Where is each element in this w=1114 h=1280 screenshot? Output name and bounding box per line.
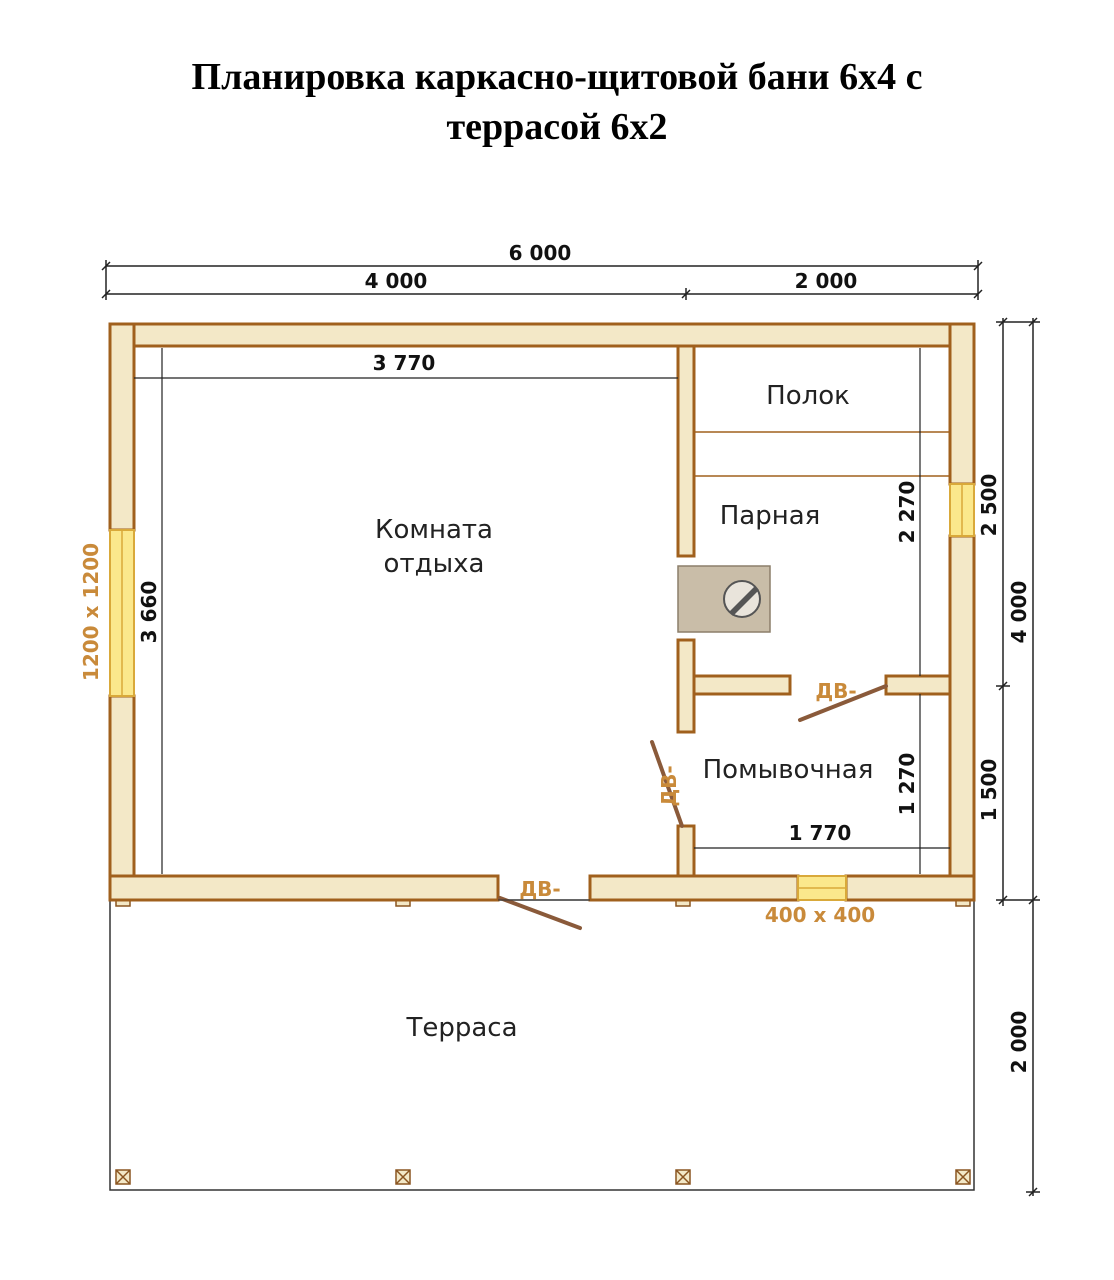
dim-left-width: 4 000	[365, 269, 428, 293]
shelf-lines	[694, 431, 950, 477]
dim-wash-height: 1 270	[895, 753, 919, 816]
right-dimension-lines	[996, 317, 1040, 1197]
door-label-wash: ДВ-	[657, 765, 681, 806]
label-wash-room: Помывочная	[703, 755, 874, 785]
dim-steam-depth: 2 500	[977, 474, 1001, 537]
dim-house-depth: 4 000	[1007, 581, 1031, 644]
dim-total-width: 6 000	[509, 241, 572, 265]
label-steam-room: Парная	[720, 501, 821, 531]
label-rest-room-2: отдыха	[384, 549, 485, 579]
dim-wash-width: 1 770	[789, 821, 852, 845]
inner-walls	[676, 344, 952, 878]
dim-rest-width: 3 770	[373, 351, 436, 375]
label-rest-room-1: Комната	[375, 515, 493, 545]
dim-steam-height: 2 270	[895, 481, 919, 544]
wash-window-size: 400 х 400	[765, 903, 875, 927]
wash-room-window	[797, 875, 847, 901]
stove	[677, 565, 771, 633]
top-dimension-lines	[101, 260, 983, 300]
steam-room-window	[949, 483, 975, 537]
terrace-posts	[115, 899, 971, 1185]
label-shelf: Полок	[766, 381, 850, 411]
plan-title: Планировка каркасно-щитовой бани 6х4 с т…	[0, 52, 1114, 152]
inner-dimension-lines	[134, 348, 950, 874]
door-label-steam: ДВ-	[815, 679, 856, 703]
left-window-size: 1200 х 1200	[79, 543, 103, 681]
plan-title-line1: Планировка каркасно-щитовой бани 6х4 с	[191, 56, 923, 98]
dim-rest-height: 3 660	[137, 581, 161, 644]
label-terrace: Терраса	[405, 1013, 517, 1043]
terrace-area	[109, 899, 975, 1191]
plan-title-line2: террасой 6х2	[446, 106, 668, 148]
dim-right-width: 2 000	[795, 269, 858, 293]
dim-wash-depth: 1 500	[977, 759, 1001, 822]
dim-terrace-depth: 2 000	[1007, 1011, 1031, 1074]
left-window	[109, 529, 135, 697]
door-label-main: ДВ-	[519, 877, 560, 901]
doors	[498, 684, 888, 930]
